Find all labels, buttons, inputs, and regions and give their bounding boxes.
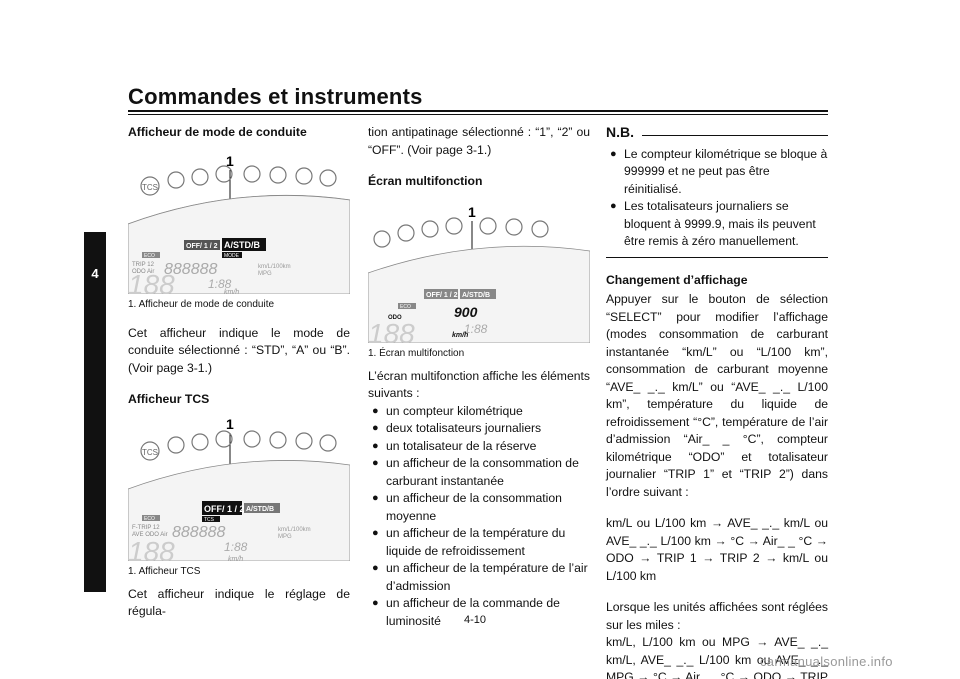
heading-multifunction: Écran multifonction [368, 174, 483, 188]
note-item: Les totalisateurs journaliers se bloquen… [606, 198, 828, 251]
fig3-astdb: A/STD/B [462, 292, 490, 299]
paragraph-sequence-miles: km/L, L/100 km ou MPG → AVE_ _._ km/L, A… [606, 635, 828, 679]
page-title: Commandes et instruments [128, 84, 423, 109]
fig1-kmh: km/h [224, 289, 239, 294]
fig2-ftrip: F-TRIP 12 [132, 525, 160, 531]
fig3-callout: 1 [468, 204, 476, 220]
note-list: Le compteur kilométrique se bloque à 999… [606, 146, 828, 251]
list-item: un totalisateur de la réserve [368, 438, 590, 456]
fig1-time: 1:88 [208, 277, 232, 291]
fig3-kmh: km/h [452, 332, 468, 339]
watermark: carmanualsonline.info [760, 654, 893, 669]
fig1-tcs-label: TCS [142, 183, 158, 192]
fig2-off12: OFF/ 1 / 2 [204, 504, 245, 514]
note-rule-bottom [606, 256, 828, 258]
fig1-trip: TRIP 12 [132, 262, 155, 268]
fig3-odo-value: 900 [454, 304, 478, 320]
paragraph-miles-intro: Lorsque les unités affichées sont réglée… [606, 600, 828, 632]
fig1-odo-air: ODO Air [132, 269, 154, 275]
fig2-tcs-small: TCS [204, 517, 215, 523]
figure-caption-1: 1. Afficheur de mode de conduite [128, 298, 275, 310]
note-header: N.B. [606, 124, 828, 142]
figure-drive-mode-display: 1 TCS OFF/ 1 / 2 A/STD/B MODE ECO TRIP 1… [128, 144, 350, 294]
fig2-callout: 1 [226, 416, 234, 432]
list-item: deux totalisateurs journaliers [368, 420, 590, 438]
fig1-speed: 188 [128, 269, 175, 294]
column-3: N.B. Le compteur kilométrique se bloque … [606, 124, 828, 679]
chapter-tab-number: 4 [91, 266, 99, 281]
list-item: un afficheur de la consommation de carbu… [368, 455, 590, 490]
fig3-off12: OFF/ 1 / 2 [426, 292, 458, 299]
paragraph-drive-mode: Cet afficheur indique le mode de conduit… [128, 325, 350, 375]
fig1-astdb: A/STD/B [224, 240, 261, 250]
fig2-kmh: km/h [228, 556, 243, 561]
fig2-eco: ECO [144, 516, 155, 522]
list-item: un compteur kilométrique [368, 403, 590, 421]
paragraph-sequence-km: km/L ou L/100 km → AVE_ _._ km/L ou AVE_… [606, 516, 828, 583]
dashboard-illustration-3: 1 OFF/ 1 / 2 A/STD/B ECO ODO 900 1:88 18… [368, 204, 590, 343]
figure-multifunction-display: 1 OFF/ 1 / 2 A/STD/B ECO ODO 900 1:88 18… [368, 193, 590, 343]
list-item: un afficheur de la température de l’air … [368, 560, 590, 595]
fig1-off12: OFF/ 1 / 2 [186, 243, 218, 250]
fig2-digits: 888888 [172, 524, 225, 541]
dashboard-illustration-1: 1 TCS OFF/ 1 / 2 A/STD/B MODE ECO TRIP 1… [128, 153, 350, 294]
figure-caption-3: 1. Écran multifonction [368, 347, 465, 359]
fig2-kml: km/L/100km [278, 527, 311, 533]
figure-caption-2: 1. Afficheur TCS [128, 565, 201, 577]
heading-tcs: Afficheur TCS [128, 392, 210, 406]
fig2-mpg: MPG [278, 534, 292, 540]
fig1-digits: 888888 [164, 261, 217, 278]
title-rule [128, 110, 828, 112]
multifunction-list: un compteur kilométrique deux totalisate… [368, 403, 590, 631]
page-number: 4-10 [464, 614, 487, 626]
note-title: N.B. [606, 124, 634, 140]
column-2: tion antipatinage sélectionné : “1”, “2”… [368, 124, 590, 630]
paragraph-multifunction: L’écran multifonction affiche les élémen… [368, 368, 590, 401]
dashboard-illustration-2: 1 TCS OFF/ 1 / 2 TCS A/STD/B ECO F-TRIP … [128, 416, 350, 561]
fig1-kml: km/L/100km [258, 264, 291, 270]
fig3-time: 1:88 [464, 322, 488, 336]
heading-display-change: Changement d’affichage [606, 272, 748, 287]
fig2-astdb: A/STD/B [246, 506, 274, 513]
chapter-tab [84, 232, 106, 592]
title-rule-thin [128, 114, 828, 115]
list-item: un afficheur de la consommation moyenne [368, 490, 590, 525]
column-1: Afficheur de mode de conduite 1 TCS OFF/… [128, 124, 350, 621]
note-rule-top [642, 135, 828, 137]
fig3-odo: ODO [388, 315, 402, 321]
fig1-callout: 1 [226, 153, 234, 169]
paragraph-tcs-start: Cet afficheur indique le réglage de régu… [128, 586, 350, 619]
fig2-time: 1:88 [224, 540, 248, 554]
heading-drive-mode: Afficheur de mode de conduite [128, 125, 307, 139]
list-item: un afficheur de la commande de luminosit… [368, 595, 590, 630]
fig3-eco: ECO [400, 304, 411, 310]
list-item: un afficheur de la température du liquid… [368, 525, 590, 560]
note-item: Le compteur kilométrique se bloque à 999… [606, 146, 828, 199]
fig1-mpg: MPG [258, 271, 272, 277]
fig3-speed: 188 [368, 318, 415, 343]
fig1-mode: MODE [224, 253, 240, 259]
fig2-speed: 188 [128, 536, 175, 561]
fig2-ave-odo-air: AVE ODO Air [132, 532, 168, 538]
paragraph-tcs-continued: tion antipatinage sélectionné : “1”, “2”… [368, 125, 590, 157]
fig1-eco: ECO [144, 253, 155, 259]
figure-tcs-display: 1 TCS OFF/ 1 / 2 TCS A/STD/B ECO F-TRIP … [128, 411, 350, 561]
paragraph-display-change: Appuyer sur le bouton de sélection “SELE… [606, 292, 828, 499]
fig2-tcs-label: TCS [142, 448, 158, 457]
